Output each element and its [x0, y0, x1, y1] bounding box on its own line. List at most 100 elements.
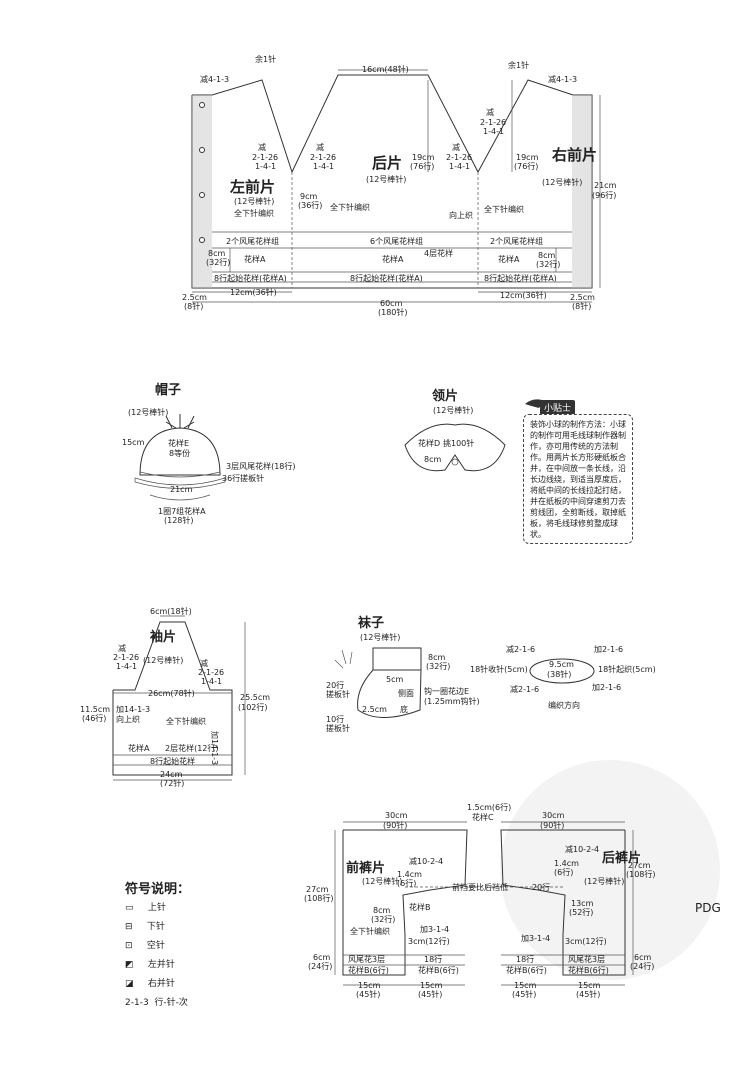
hat-title: 帽子 — [155, 382, 181, 398]
pattern-4-layers: 4层花样 — [424, 248, 453, 258]
pants-h14-front-rows: (6行) — [397, 878, 416, 888]
total-height: 21cm — [594, 181, 617, 190]
body-diagram: 减4-1-3 余1针 余1针 减4-1-3 16cm(48针) 左前片 (12号… — [182, 54, 617, 317]
tip-text: 装饰小球的制作方法：小球的制作可用毛线球制作器制作，亦可用传统的方法制作。用两片… — [530, 420, 626, 539]
sleeve-bottom: 24cm — [160, 770, 183, 779]
sleeve-side-rows: (46行) — [82, 713, 106, 723]
edge-left: 2.5cm — [182, 293, 207, 302]
pants-h6-left-rows: (24行) — [308, 961, 332, 971]
pants-h27-left-rows: (108行) — [304, 893, 334, 903]
sleeve-total-height: 25.5cm — [240, 693, 270, 702]
hat-height: 15cm — [122, 438, 145, 447]
sock-10-garter: 搓板针 — [326, 723, 350, 733]
total-width-stitches: (180针) — [378, 307, 408, 317]
sleeve-dec-left: 减 — [118, 643, 126, 653]
pants-h27-right-rows: (108行) — [626, 869, 656, 879]
pants-h6-right-rows: (24行) — [630, 961, 654, 971]
back-title: 后片 — [372, 154, 402, 172]
dec-b-line1: 2-1-26 — [310, 153, 336, 162]
sock-height-rows: (32行) — [426, 661, 450, 671]
purl-symbol-icon: ⊟ — [125, 922, 133, 932]
stockinette-3: 全下针编织 — [484, 204, 524, 214]
stockinette-2: 全下针编织 — [330, 202, 370, 212]
pants-back-width: 30cm — [542, 811, 565, 820]
dec-c-line1: 2-1-26 — [446, 153, 472, 162]
pants-pattern-b-front-2: 花样B(6行) — [418, 965, 459, 975]
raglan-left: 19cm — [412, 153, 435, 162]
sole-cast-on: 18针起织(5cm) — [598, 664, 656, 674]
legend-item-label: 上针 — [147, 903, 166, 913]
sock-height: 8cm — [428, 653, 445, 662]
pants-inc-back: 加3-1-4 — [521, 933, 550, 943]
pants-h27-left: 27cm — [306, 885, 329, 894]
dec-b-line2: 1-4-1 — [313, 162, 334, 171]
pants-h6-left: 6cm — [313, 953, 330, 962]
knit-symbol-icon: ▭ — [125, 903, 134, 913]
legend-title: 符号说明： — [125, 882, 191, 897]
start-mid: 8行起始花样(花样A) — [350, 273, 423, 283]
pants-h14-back: 1.4cm — [554, 859, 579, 868]
pants-gusset: 1.5cm(6行) — [467, 802, 511, 812]
sock-hook: (1.25mm钩针) — [424, 696, 480, 706]
height-8-right: 8cm — [538, 251, 555, 260]
collar-pattern: 花样D — [418, 438, 440, 448]
pants-20-rows: 20行 — [532, 882, 550, 892]
hat-width: 21cm — [170, 485, 193, 494]
pants-pattern-c: 花样C — [472, 812, 494, 822]
armhole-rows: (36行) — [298, 200, 322, 210]
pants-front-needle: (12号棒针) — [362, 876, 402, 886]
sock-10-rows: 10行 — [326, 714, 344, 724]
watermark-seal — [500, 760, 720, 980]
sole-bind-off: 18针收针(5cm) — [470, 664, 528, 674]
hat-ring: 1圈7组花样A — [158, 506, 206, 516]
legend-item: ◪ 右并针 — [125, 975, 190, 994]
dec-a-line1: 2-1-26 — [252, 153, 278, 162]
dec-a-label: 减 — [258, 142, 266, 152]
group-right: 2个风尾花样组 — [490, 236, 543, 246]
legend-item-label: 右并针 — [147, 979, 175, 989]
collar-pick: 挑100针 — [443, 438, 474, 448]
pants-back-needle: (12号棒针) — [584, 876, 624, 886]
pants-w15-a-stitches: (45针) — [356, 989, 380, 999]
sleeve-title: 袖片 — [150, 629, 176, 645]
sock-diagram: 袜子 (12号棒针) 8cm (32行) 20行 搓板针 5cm 侧面 2.5c… — [326, 615, 656, 733]
pants-w15-c-stitches: (45针) — [512, 989, 536, 999]
edge-right: 2.5cm — [570, 293, 595, 302]
pants-pattern-b: 花样B — [409, 902, 431, 912]
body-top-right-remain: 余1针 — [508, 60, 529, 70]
pants-layers-front: 风尾花3层 — [348, 954, 385, 964]
edge-right-stitches: (8针) — [572, 301, 591, 311]
watermark-text: PDG — [695, 901, 721, 915]
sleeve-dec-right-1: 2-1-26 — [198, 668, 224, 677]
yarn-over-symbol-icon: ⊡ — [125, 941, 133, 951]
sock-2-5cm: 2.5cm — [362, 705, 387, 714]
pattern-a-3: 花样A — [498, 254, 520, 264]
pants-h13: 13cm — [571, 899, 594, 908]
body-top-left-decrease: 减4-1-3 — [200, 74, 229, 84]
hat-layers: 3层风尾花样(18行) — [226, 461, 296, 471]
legend-note-code: 2-1-3 — [125, 998, 149, 1008]
sock-20-rows: 20行 — [326, 680, 344, 690]
sleeve-layers: 2层花样(12行) — [165, 743, 219, 753]
group-mid: 6个风尾花样组 — [370, 236, 423, 246]
tip-box: 装饰小球的制作方法：小球的制作可用毛线球制作器制作，亦可用传统的方法制作。用两片… — [523, 414, 633, 544]
sleeve-dec-right-2: 1-4-1 — [201, 677, 222, 686]
pants-w15-c: 15cm — [514, 981, 537, 990]
sleeve-stockinette: 全下针编织 — [166, 716, 206, 726]
pants-layers-back: 风尾花3层 — [568, 954, 605, 964]
total-width: 60cm — [380, 299, 403, 308]
dec-d-line2: 1-4-1 — [483, 127, 504, 136]
sleeve-total-rows: (102行) — [238, 702, 268, 712]
collar-diagram: 领片 (12号棒针) 花样D 挑100针 8cm — [404, 388, 506, 472]
pants-w15-d-stitches: (45针) — [576, 989, 600, 999]
legend-item-label: 左并针 — [147, 960, 175, 970]
sleeve-start: 8行起始花样 — [150, 756, 195, 766]
sleeve-width: 26cm(78针) — [148, 688, 195, 698]
pants-h27-right: 27cm — [628, 861, 651, 870]
pants-h14-front: 1.4cm — [397, 870, 422, 879]
legend-item-label: 下针 — [146, 922, 165, 932]
hat-pattern: 花样E — [168, 438, 189, 448]
height-8-right-rows: (32行) — [536, 259, 560, 269]
pants-pattern-b-back: 花样B(6行) — [506, 965, 547, 975]
sock-side: 侧面 — [398, 688, 414, 698]
